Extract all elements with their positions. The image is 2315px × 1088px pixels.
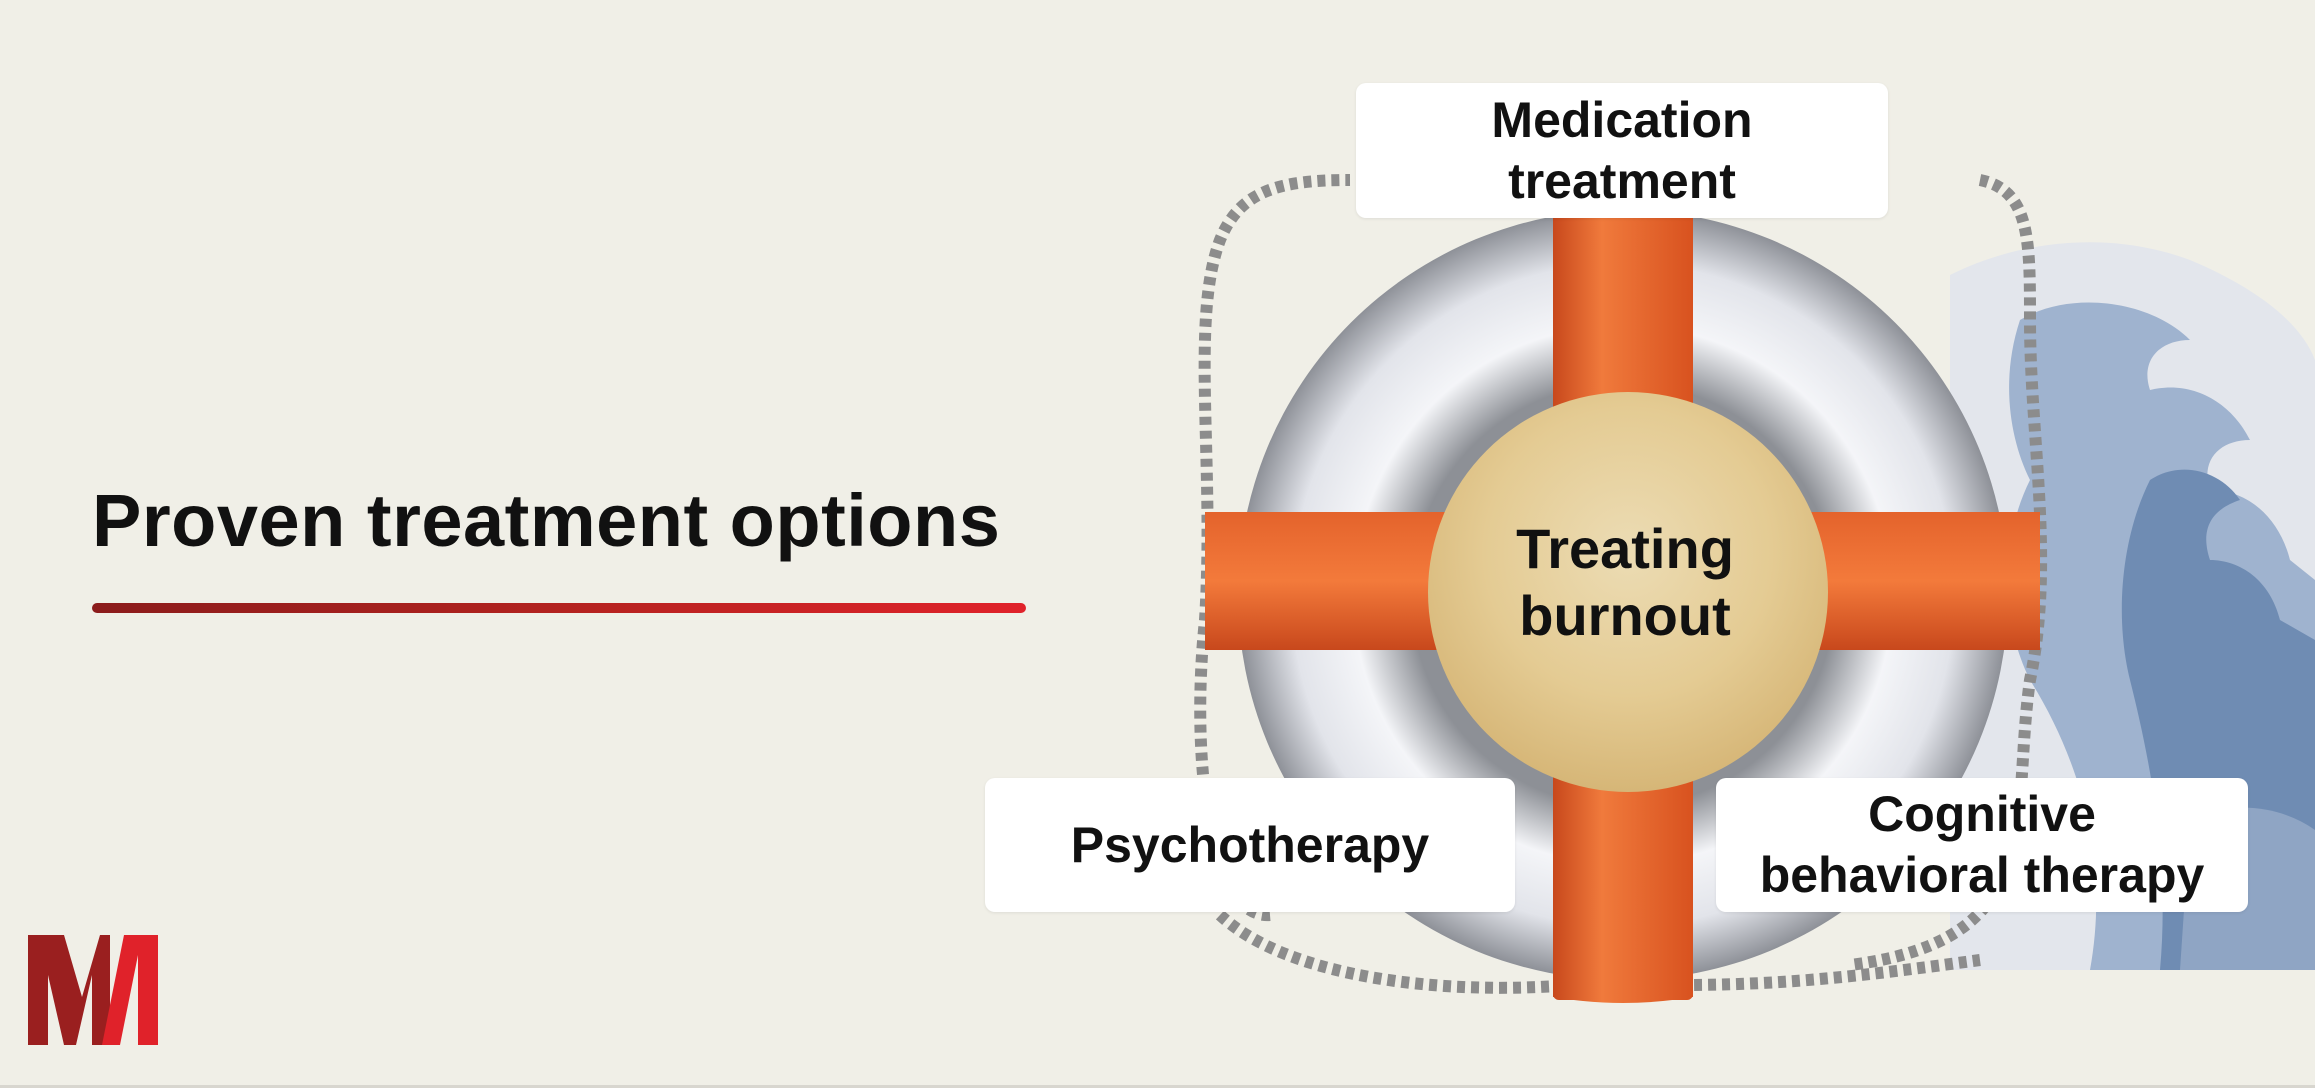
label-medication-treatment: Medication treatment (1356, 83, 1888, 218)
label-cbt-line1: Cognitive (1868, 786, 2096, 842)
title-underline (92, 603, 1026, 613)
center-label-line2: burnout (1519, 584, 1731, 648)
center-label-line1: Treating (1516, 517, 1734, 580)
ring-band-right (1800, 512, 2040, 650)
ring-band-left (1205, 512, 1445, 650)
label-cbt-line2: behavioral therapy (1759, 847, 2205, 903)
label-psychotherapy: Psychotherapy (985, 778, 1515, 912)
label-medication-line2: treatment (1508, 152, 1736, 209)
slide-title: Proven treatment options (92, 479, 1001, 562)
label-medication-line1: Medication (1491, 91, 1753, 148)
m-logo-icon (28, 935, 158, 1045)
label-cognitive-behavioral-therapy: Cognitive behavioral therapy (1716, 778, 2248, 912)
center-label: Treating burnout (1465, 515, 1785, 649)
ring-band-bottom (1553, 780, 1693, 1000)
center-hub (1428, 392, 1828, 792)
label-psychotherapy-line1: Psychotherapy (1070, 816, 1430, 873)
